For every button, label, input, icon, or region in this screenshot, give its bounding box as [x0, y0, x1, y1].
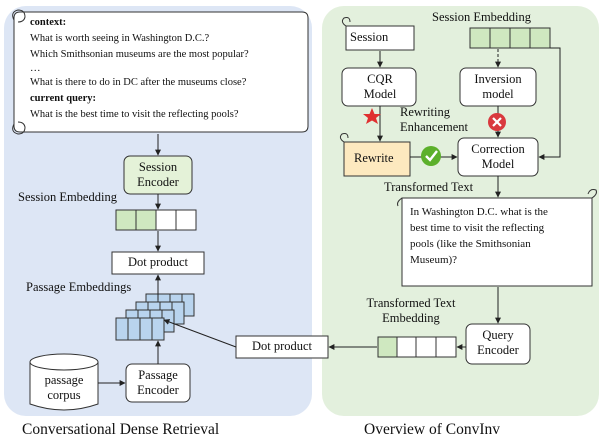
inversion-model-label: Inversion model — [474, 72, 522, 101]
session-embedding-vector-right — [469, 27, 551, 49]
passage-corpus-label: passage corpus — [44, 373, 84, 402]
check-icon — [421, 146, 441, 166]
dot-product-label-top: Dot product — [127, 255, 189, 269]
context-line: Which Smithsonian museums are the most p… — [30, 49, 249, 60]
context-line: … — [30, 63, 41, 74]
rewrite-label: Rewrite — [354, 151, 394, 165]
transformed-text-line: In Washington D.C. what is the — [410, 206, 548, 218]
star-icon — [363, 108, 381, 124]
transformed-text-embedding-vector — [377, 336, 457, 358]
passage-encoder-label: Passage Encoder — [137, 368, 179, 397]
context-line: What is there to do in DC after the muse… — [30, 77, 247, 88]
transformed-text-line: Museum)? — [410, 254, 458, 266]
session-embedding-label-left: Session Embedding — [18, 190, 117, 204]
context-line: What is worth seeing in Washington D.C.? — [30, 33, 210, 44]
session-scroll — [341, 17, 415, 51]
right-caption: Overview of ConvInv — [364, 421, 501, 438]
current-query-text: What is the best time to visit the refle… — [30, 109, 239, 120]
query-encoder-label: Query Encoder — [477, 328, 519, 357]
passage-embeddings-label: Passage Embeddings — [26, 280, 132, 294]
session-embedding-label-right: Session Embedding — [432, 10, 531, 24]
context-header: context: — [30, 17, 67, 28]
rewrite-scroll — [339, 133, 411, 177]
dot-product-box-top — [111, 251, 205, 275]
transformed-text-label: Transformed Text — [384, 180, 474, 194]
rewriting-enhancement-label: Rewriting Enhancement — [400, 105, 469, 134]
transformed-text-embedding-label: Transformed Text Embedding — [366, 296, 456, 325]
session-label: Session — [350, 30, 389, 44]
session-encoder-label: Session Encoder — [137, 160, 179, 189]
correction-model-label: Correction Model — [471, 142, 525, 171]
current-query-header: current query: — [30, 93, 96, 104]
cqr-model-box — [341, 67, 417, 107]
cqr-model-label: CQR Model — [363, 72, 397, 101]
context-scroll — [12, 9, 309, 135]
transformed-text-scroll — [397, 189, 597, 287]
query-encoder-box — [465, 323, 531, 365]
left-caption: Conversational Dense Retrieval — [22, 421, 220, 438]
passage-corpus-cylinder — [29, 353, 99, 411]
cross-icon — [488, 113, 506, 131]
dot-product-label-bottom: Dot product — [251, 339, 313, 353]
transformed-text-line: pools (like the Smithsonian — [410, 238, 531, 250]
session-embedding-vector-left — [115, 209, 197, 231]
transformed-text-line: best time to visit the reflecting — [410, 222, 545, 234]
passage-embeddings-stack — [115, 293, 195, 341]
